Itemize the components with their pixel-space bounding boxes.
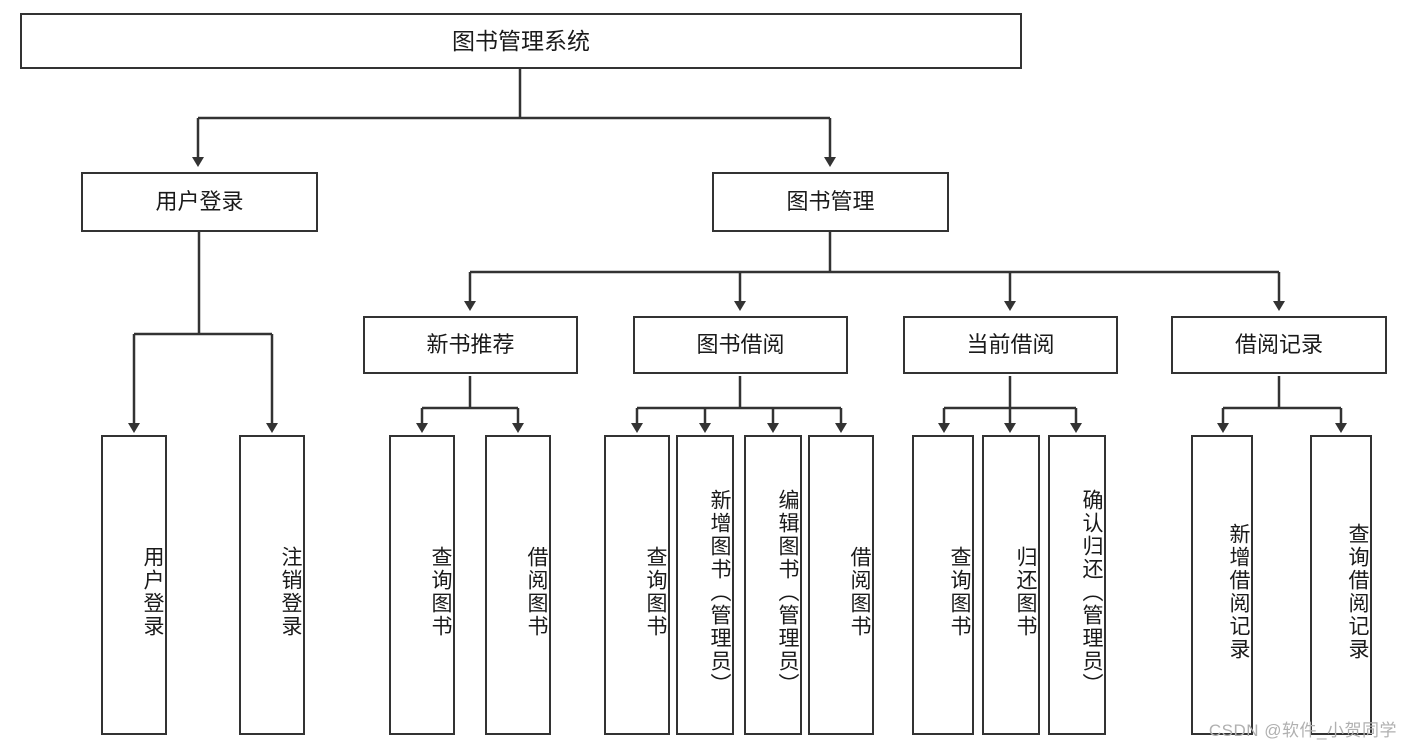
node-label: 当前借阅	[966, 332, 1055, 358]
node-book-management[interactable]: 图书管理	[712, 172, 949, 232]
node-label: 借阅记录	[1234, 332, 1323, 358]
node-label: 借阅图书	[848, 546, 871, 638]
node-leaf-query-book-3[interactable]: 查询图书	[912, 435, 974, 735]
node-label: 用户登录	[141, 546, 164, 638]
node-leaf-borrow-book-1[interactable]: 借阅图书	[485, 435, 551, 735]
node-leaf-borrow-book-2[interactable]: 借阅图书	[808, 435, 874, 735]
node-label: 用户登录	[155, 189, 244, 215]
node-label: 查询图书	[948, 546, 971, 638]
node-leaf-user-login[interactable]: 用户登录	[101, 435, 167, 735]
node-leaf-edit-book[interactable]: 编辑图书（管理员）	[744, 435, 802, 735]
node-label: 图书管理系统	[452, 27, 590, 54]
node-label: 查询图书	[644, 546, 667, 638]
node-label: 新增图书（管理员）	[708, 488, 731, 696]
node-leaf-query-book-1[interactable]: 查询图书	[389, 435, 455, 735]
node-leaf-return-book[interactable]: 归还图书	[982, 435, 1040, 735]
node-label: 新书推荐	[426, 332, 515, 358]
node-root-book-management-system[interactable]: 图书管理系统	[20, 13, 1022, 69]
node-label: 归还图书	[1014, 546, 1037, 638]
node-label: 图书借阅	[696, 332, 785, 358]
node-label: 确认归还（管理员）	[1080, 488, 1103, 696]
node-user-login[interactable]: 用户登录	[81, 172, 318, 232]
node-label: 新增借阅记录	[1227, 523, 1250, 661]
node-label: 编辑图书（管理员）	[776, 488, 799, 696]
node-leaf-query-record[interactable]: 查询借阅记录	[1310, 435, 1372, 735]
node-leaf-logout[interactable]: 注销登录	[239, 435, 305, 735]
node-borrow-record[interactable]: 借阅记录	[1171, 316, 1387, 374]
node-leaf-confirm-return[interactable]: 确认归还（管理员）	[1048, 435, 1106, 735]
node-label: 查询图书	[429, 546, 452, 638]
node-new-book-recommend[interactable]: 新书推荐	[363, 316, 578, 374]
node-label: 查询借阅记录	[1346, 523, 1369, 661]
node-leaf-add-book[interactable]: 新增图书（管理员）	[676, 435, 734, 735]
node-label: 图书管理	[786, 189, 875, 215]
node-leaf-query-book-2[interactable]: 查询图书	[604, 435, 670, 735]
node-current-borrow[interactable]: 当前借阅	[903, 316, 1118, 374]
node-label: 注销登录	[279, 546, 302, 638]
node-leaf-add-record[interactable]: 新增借阅记录	[1191, 435, 1253, 735]
watermark: CSDN @软件_小贺同学	[1208, 721, 1397, 740]
node-book-borrow[interactable]: 图书借阅	[633, 316, 848, 374]
node-label: 借阅图书	[525, 546, 548, 638]
